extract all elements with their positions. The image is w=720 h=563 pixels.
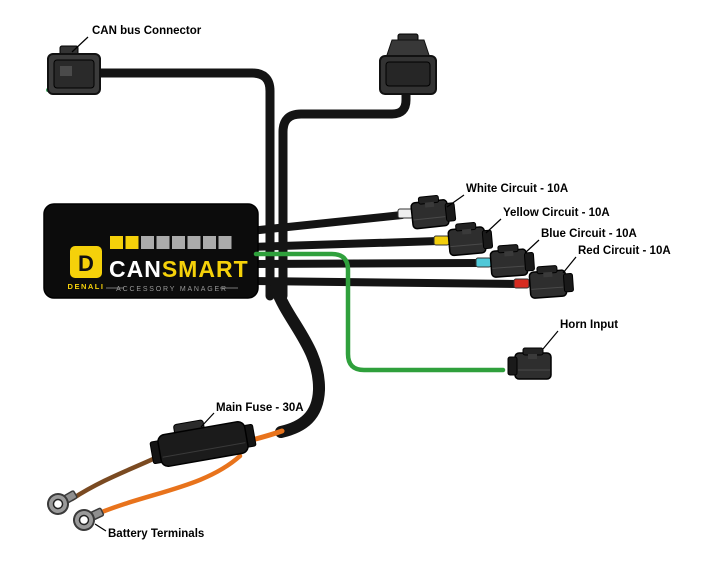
- denali-logo-letter: D: [78, 251, 94, 276]
- leader-blue-circuit: [524, 239, 540, 254]
- blue-circuit-stub: [475, 257, 492, 268]
- label-yellow-circuit: Yellow Circuit - 10A: [503, 207, 610, 219]
- battery-ring-terminal-1: [43, 484, 82, 519]
- label-horn-input: Horn Input: [560, 319, 618, 331]
- indicator-square: [203, 236, 216, 249]
- wordmark-smart: SMART: [162, 256, 249, 282]
- controller-unit: D DENALI CANSMART ACCESSORY MANAGER: [43, 203, 259, 299]
- indicator-square: [218, 236, 232, 249]
- leader-yellow-circuit: [485, 218, 502, 234]
- leader-white-circuit: [446, 194, 465, 208]
- leader-red-circuit: [562, 256, 577, 274]
- controller-tagline: ACCESSORY MANAGER: [116, 286, 228, 293]
- fuse-body: [157, 420, 249, 468]
- leader-battery-terminals: [94, 523, 107, 532]
- top-plug-face: [385, 61, 431, 87]
- top-plug-connector: [379, 33, 437, 95]
- yellow-circuit-stub: [433, 235, 450, 246]
- main-power-cable: [270, 282, 326, 438]
- yellow-circuit-cable: [246, 237, 442, 251]
- can-bus-cable: [91, 68, 275, 301]
- denali-logo-box: [70, 246, 102, 278]
- battery-wire-orange: [94, 453, 243, 517]
- top-plug-cable: [278, 87, 411, 301]
- blue-circuit-connector: [489, 242, 536, 279]
- leader-main-fuse: [200, 412, 215, 428]
- label-blue-circuit: Blue Circuit - 10A: [541, 228, 637, 240]
- red-circuit-connector: [528, 263, 575, 300]
- can-connector-pin: [60, 66, 72, 76]
- indicator-squares: [110, 236, 232, 249]
- label-main-fuse: Main Fuse - 30A: [216, 402, 304, 414]
- label-can-bus: CAN bus Connector: [92, 25, 202, 37]
- denali-logo: D DENALI: [68, 246, 105, 291]
- leader-horn-input: [542, 330, 559, 350]
- horn-input-connector: [507, 347, 552, 380]
- indicator-square: [156, 236, 170, 249]
- wordmark-can: CAN: [109, 256, 162, 282]
- leader-can-bus: [71, 36, 89, 53]
- indicator-square: [141, 236, 154, 249]
- denali-brand-text: DENALI: [68, 282, 105, 291]
- label-battery-terminals: Battery Terminals: [108, 528, 204, 540]
- main-fuse-holder: [149, 419, 257, 468]
- red-circuit-stub: [513, 278, 530, 289]
- cansmart-wordmark: CANSMART: [109, 256, 249, 282]
- indicator-square: [187, 236, 201, 249]
- yellow-circuit-connector: [446, 220, 494, 257]
- white-circuit-cable: [246, 211, 406, 235]
- horn-wire: [253, 251, 506, 373]
- label-white-circuit: White Circuit - 10A: [466, 183, 568, 195]
- white-circuit-stub: [397, 208, 414, 219]
- red-circuit-cable: [246, 277, 522, 288]
- indicator-square: [125, 236, 139, 249]
- white-circuit-connector: [409, 192, 457, 230]
- indicator-square: [110, 236, 123, 249]
- label-red-circuit: Red Circuit - 10A: [578, 245, 671, 257]
- battery-ring-terminal-2: [69, 501, 108, 535]
- can-bus-connector: [46, 45, 101, 95]
- indicator-square: [172, 236, 185, 249]
- blue-circuit-cable: [246, 259, 484, 268]
- fuse-seam: [162, 442, 246, 458]
